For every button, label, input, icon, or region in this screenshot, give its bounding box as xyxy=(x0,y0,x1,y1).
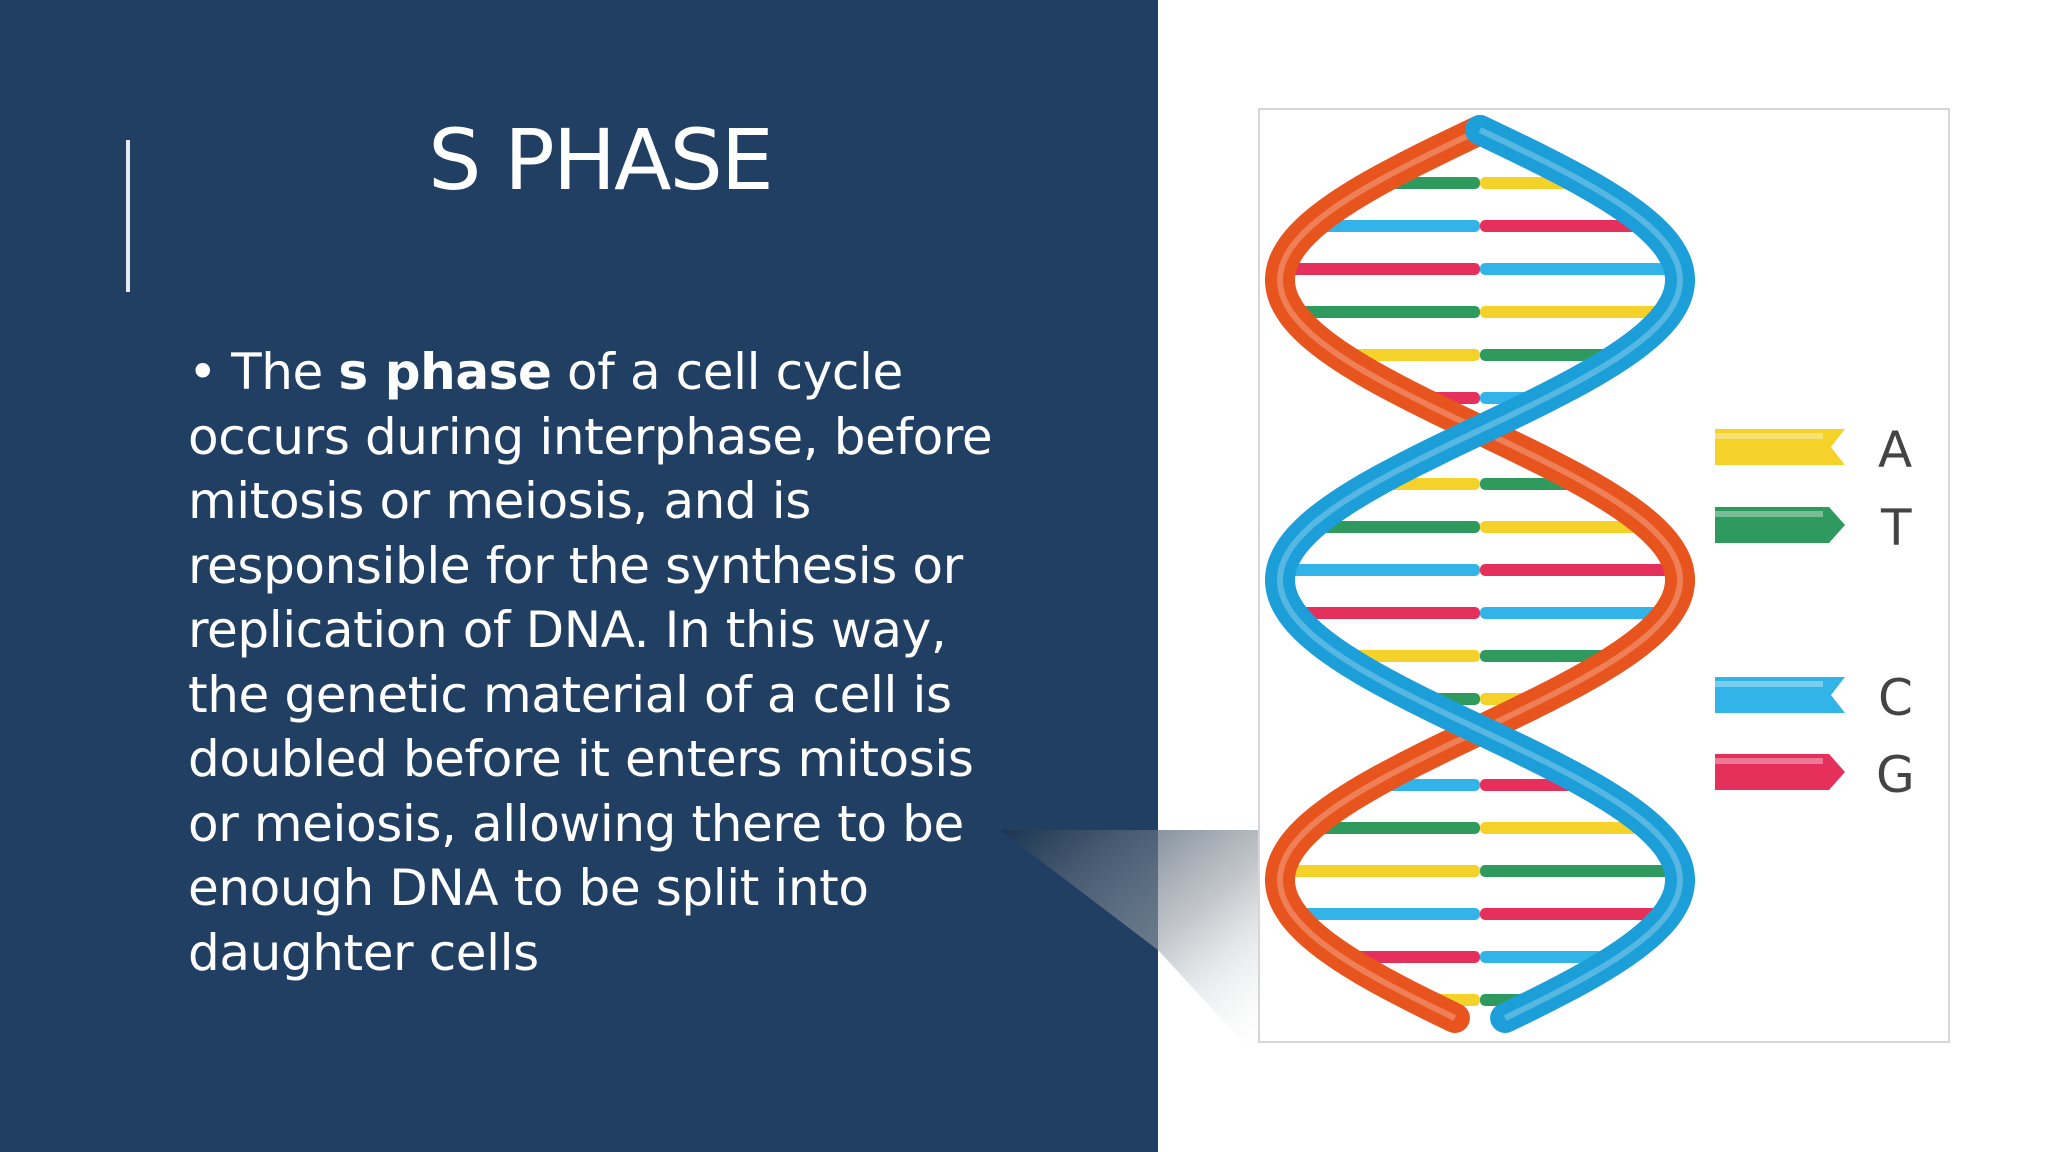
base-pair-rung-right xyxy=(1480,220,1649,232)
base-pair-rung-right xyxy=(1480,306,1669,318)
legend-bar-g xyxy=(1715,754,1845,790)
legend-bar-a xyxy=(1715,429,1845,465)
base-pair-rung-left xyxy=(1340,650,1480,662)
base-pair-rung-right xyxy=(1480,521,1650,533)
base-pair-rung-right xyxy=(1480,951,1619,963)
bullet-paragraph: •The s phase of a cell cycle occurs duri… xyxy=(188,340,1028,985)
legend-bar-t xyxy=(1715,507,1845,543)
base-pair-rung-right xyxy=(1480,263,1679,275)
base-pair-rung-right xyxy=(1480,349,1622,361)
figure-drop-shadow xyxy=(1000,830,1270,1050)
slide-title: S PHASE xyxy=(428,111,774,209)
body-text-part2: of a cell cycle occurs during interphase… xyxy=(188,343,993,982)
body-text-part1: The xyxy=(231,343,339,401)
left-content-panel xyxy=(0,0,1158,1152)
base-pair-rung-left xyxy=(1338,349,1480,361)
base-pair-rung-left xyxy=(1281,263,1480,275)
dna-strand-blue xyxy=(1265,115,1695,1033)
base-pair-rung-right xyxy=(1480,865,1680,877)
legend-bar-highlight xyxy=(1715,433,1823,439)
legend-label-c: C xyxy=(1878,669,1913,727)
dna-strand-orange xyxy=(1265,115,1695,1033)
dna-strand-blue-highlight xyxy=(1277,127,1683,1021)
legend-label-a: A xyxy=(1878,421,1913,479)
legend-label-g: G xyxy=(1876,746,1915,804)
base-pair-rung-left xyxy=(1341,951,1480,963)
legend-bar-highlight xyxy=(1715,511,1823,517)
base-pair-rung-left xyxy=(1310,521,1480,533)
legend-label-t: T xyxy=(1881,499,1912,557)
legend-bar-highlight xyxy=(1715,758,1823,764)
dna-strand-orange-highlight xyxy=(1277,127,1683,1021)
title-accent-line xyxy=(126,140,130,292)
base-pair-rung-right xyxy=(1480,650,1620,662)
base-pair-rung-right xyxy=(1480,908,1668,920)
base-pair-rung-left xyxy=(1291,306,1480,318)
base-pair-rung-left xyxy=(1292,908,1480,920)
bullet-marker: • xyxy=(188,343,218,401)
base-pair-rung-left xyxy=(1280,865,1480,877)
base-pair-rung-right xyxy=(1480,564,1679,576)
body-text-bold-term: s phase xyxy=(338,343,552,401)
dna-double-helix-figure: A T C G xyxy=(1258,108,1950,1043)
base-pair-rung-left xyxy=(1291,607,1480,619)
dna-helix-illustration xyxy=(1265,115,1845,1033)
legend-bar-c xyxy=(1715,677,1845,713)
legend-bar-highlight xyxy=(1715,681,1823,687)
base-pair-rung-left xyxy=(1281,564,1480,576)
base-pair-rung-right xyxy=(1480,822,1652,834)
base-pair-rung-left xyxy=(1308,822,1480,834)
base-pair-rung-left xyxy=(1311,220,1480,232)
base-pair-rung-right xyxy=(1480,607,1669,619)
